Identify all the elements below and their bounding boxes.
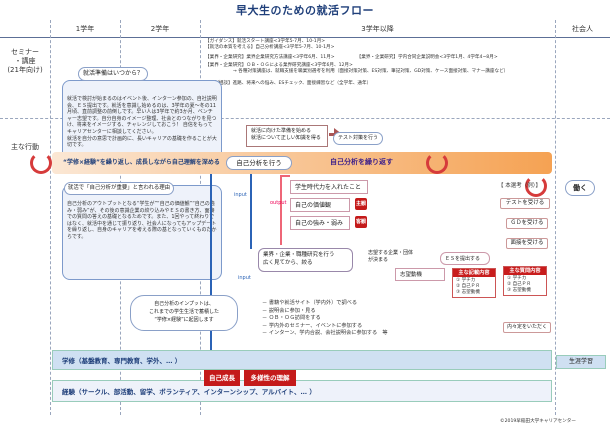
self-analysis-center: 自己分析を行う bbox=[226, 156, 292, 170]
test-prep-box: テスト対策を行う bbox=[333, 132, 383, 145]
grid-v1 bbox=[50, 20, 51, 415]
research-methods: － 書籍や就活サイト（学内外）で調べる － 説明会に参加・見る － ＯＢ・ＯＧ訪… bbox=[262, 300, 388, 338]
bar-left-text: “学修×経験”を繰り返し、成長しながら自己理解を深める bbox=[63, 159, 220, 166]
seminar-item: 【ガイダンス】就活スタート講座<3学年5-7月、10-1月> bbox=[205, 39, 326, 44]
grid-h1 bbox=[0, 118, 610, 119]
step-test: テストを受ける bbox=[500, 198, 550, 209]
work-box: 働く bbox=[565, 180, 595, 196]
keiken-text: 経験（サークル、部活動、留学、ボランティア、インターンシップ、アルバイト、… ） bbox=[62, 388, 316, 396]
list-item: ③ 志望動機 bbox=[507, 288, 531, 293]
flow-item-values: 自己の価値観 bbox=[290, 198, 350, 212]
seminar-item: 【就活の本質を考える】自己分析講座<3学年5-7月、10-1月> bbox=[205, 45, 335, 50]
method-item: － インターン、学内合説、会社説明会に参加する 等 bbox=[262, 330, 388, 336]
header-year2: 2学年 bbox=[150, 25, 170, 33]
header-year3: 3学年以降 bbox=[361, 25, 394, 33]
cycle-icon-right2 bbox=[525, 175, 547, 197]
flow-item-achievement: 学生時代力を入れたこと bbox=[290, 180, 368, 194]
row-seminar-label: セミナー ・講座 (21年向け) bbox=[7, 48, 43, 74]
bar-right-text: 自己分析を繰り返す bbox=[330, 158, 393, 166]
grid-v4 bbox=[555, 20, 556, 415]
input-label-2: input bbox=[238, 275, 251, 281]
seminar-item: 【業界・企業研究】ＯＢ・ＯＧによる業界研究講座<3学年6月、12月> bbox=[205, 63, 353, 68]
input-label-1: input bbox=[234, 192, 247, 198]
es-submit-box: ＥＳを提出する bbox=[440, 252, 490, 265]
prep-start-box: 就活に向けた準備を始める 就活について正しい知識を得る bbox=[246, 125, 328, 147]
apply-text: 志望する企業・団体 が決まる bbox=[368, 250, 414, 263]
cycle-icon-right bbox=[426, 152, 448, 174]
seminar-item: → 各種対策講座は、就職支援を職業別選考を利用（面接対策対策、ES対策、筆記対策… bbox=[233, 69, 509, 74]
analysis-reason-question: 就活で「自己分析が重要」と言われる理由 bbox=[64, 182, 174, 195]
keiken-bar bbox=[52, 380, 552, 402]
interview-contents-title: 主な質問内容 bbox=[504, 267, 546, 275]
analysis-reason-text: 自己分析のアウトプットとなる“学生が”“自己の価値観”“自己の強み・弱み”が、そ… bbox=[67, 201, 217, 240]
list-item: ③ 志望動機 bbox=[456, 290, 480, 295]
header-year1: 1学年 bbox=[75, 25, 95, 33]
method-item: － 書籍や就活サイト（学内外）で調べる bbox=[262, 300, 358, 306]
growth-badge: 自己成長 bbox=[204, 370, 240, 386]
gakushu-bar bbox=[52, 350, 552, 370]
prep-info-text: 就活で検討が始まるのはイベント後、インターン参加の、自社説明会、ＥＳ提出です。就… bbox=[67, 96, 217, 135]
list-item: ② 自己ＰＲ bbox=[507, 282, 531, 287]
badge-objective: 客観 bbox=[355, 216, 367, 228]
flow-item-strengths: 自己の強み・弱み bbox=[290, 216, 350, 230]
es-contents-title: 主な記載内容 bbox=[453, 269, 495, 277]
method-item: － ＯＢ・ＯＧ訪問をする bbox=[262, 315, 321, 321]
diversity-badge: 多様性の理解 bbox=[244, 370, 296, 386]
list-item: ① 学チカ bbox=[456, 278, 476, 283]
cycle-icon-left bbox=[30, 152, 52, 174]
step-gd: ＧＤを受ける bbox=[506, 218, 548, 229]
gakushu-text: 学修（基盤教育、専門教育、学外、… ） bbox=[62, 357, 182, 365]
badge-subjective: 主観 bbox=[355, 198, 367, 210]
lifelong-learning: 生涯学習 bbox=[556, 355, 606, 369]
copyright: ©2019早稲田大学キャリアセンター bbox=[500, 419, 576, 424]
page-title: 早大生のための就活フロー bbox=[236, 4, 374, 17]
seminar-list: 【ガイダンス】就活スタート講座<3学年5-7月、10-1月> 【就活の本質を考え… bbox=[205, 39, 550, 87]
header-society: 社会人 bbox=[572, 25, 593, 33]
input-line-2 bbox=[250, 174, 252, 249]
step-interview: 面接を受ける bbox=[506, 238, 548, 249]
list-item: ② 自己ＰＲ bbox=[456, 284, 480, 289]
seminar-item: 【個別相談】進路、将来への悩み、ESチェック、面接練習など（全学年、通年） bbox=[205, 81, 372, 86]
selection-title: 【 本選考（例）】 bbox=[498, 183, 541, 189]
input-line bbox=[210, 174, 212, 374]
prep-info-note: 就活を自分の意思で計画的に、長いキャリアの基礎を作ることが大切です。 bbox=[67, 135, 217, 149]
method-item: － 学内外のセミナー、イベントに参加する bbox=[262, 322, 363, 329]
prep-info-box: 就活で検討が始まるのはイベント後、インターン参加の、自社説明会、ＥＳ提出です。就… bbox=[62, 80, 222, 162]
analysis-reason-box: 自己分析のアウトプットとなる“学生が”“自己の価値観”“自己の強み・弱み”が、そ… bbox=[62, 185, 222, 280]
input-callout: 自己分析のインプットは、 これまでの学生生活で蓄積した “学修×経験”に起因しま… bbox=[130, 295, 238, 331]
seminar-item: 【業界・企業研究】業界企業研究方法講座<3学年6月、11月> bbox=[205, 55, 335, 60]
seminar-item: 【業界・企業研究】学内合同企業説明会<3学年1月、4学年4~8月> bbox=[356, 55, 498, 60]
motive-box: 志望動機 bbox=[395, 268, 445, 281]
output-bracket bbox=[280, 175, 290, 245]
list-item: ① 学チカ bbox=[507, 276, 527, 281]
research-box: 業界・企業・職種研究を行う 広く見てから、絞る bbox=[258, 248, 353, 272]
naitei-box: 内々定をいただく bbox=[503, 322, 551, 333]
method-item: － 説明会に参加・見る bbox=[262, 307, 316, 314]
output-label: output bbox=[270, 200, 287, 206]
row-main-label: 主な行動 bbox=[11, 143, 39, 151]
arrow bbox=[329, 133, 334, 136]
grid-top bbox=[0, 37, 610, 38]
prep-question: 就活準備はいつから？ bbox=[78, 67, 148, 81]
